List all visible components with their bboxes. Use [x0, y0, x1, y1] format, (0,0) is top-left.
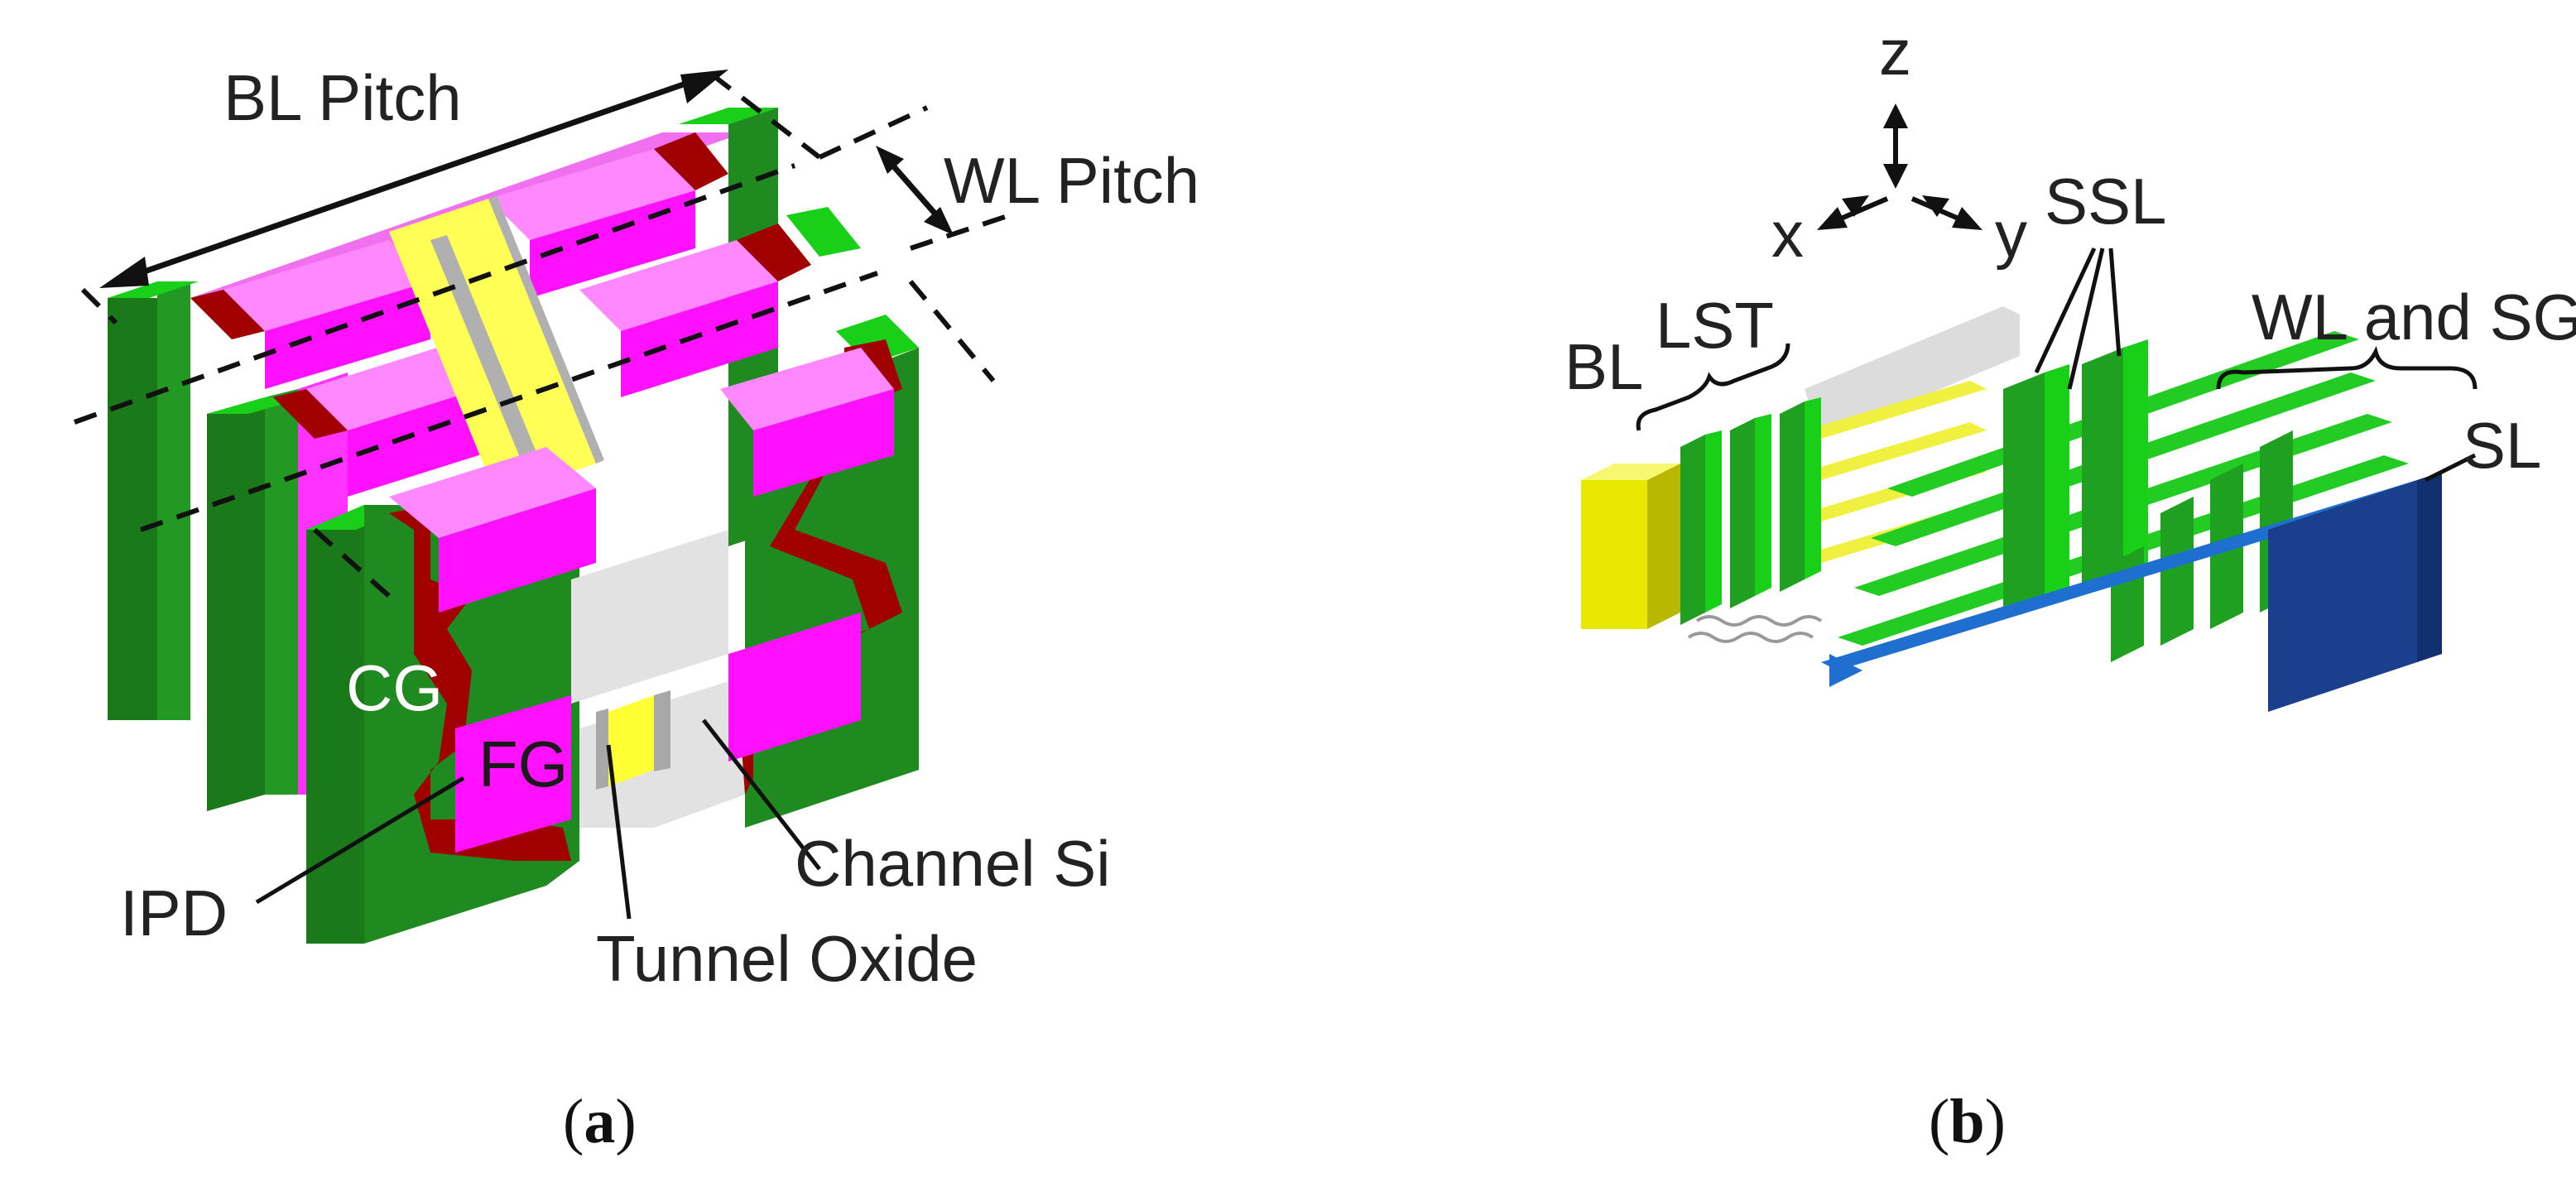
ssl-leaders: [2034, 247, 2122, 390]
dashed-guides-a: [73, 72, 1011, 598]
lst-label: LST: [1656, 289, 1774, 362]
gray-substrate: [1805, 306, 2020, 439]
ssl-fins: [2003, 339, 2148, 613]
axis-y-label: y: [1995, 198, 2027, 271]
leader-lines-a: [255, 718, 821, 920]
lst-fins: [1680, 397, 1821, 625]
cg-label: CG: [346, 651, 443, 724]
wl-sg-fins: [2111, 430, 2293, 662]
bl-block: [1581, 464, 1680, 629]
tunnel-oxide-label: Tunnel Oxide: [596, 922, 978, 995]
sl-leader: [2424, 453, 2477, 483]
fg-label: FG: [478, 728, 568, 800]
ipd-label: IPD: [120, 877, 228, 949]
caption-b: (b): [1929, 1087, 2006, 1156]
wl-sg-brace: [2216, 345, 2477, 390]
channel-si-label: Channel Si: [795, 827, 1111, 900]
ssl-label: SSL: [2045, 165, 2166, 238]
panel-a-diagram: BL Pitch WL Pitch CG FG IPD Tunnel Oxide…: [73, 61, 1199, 1156]
cell-stack-front: [306, 315, 919, 944]
axis-arrowheads: [1817, 103, 1982, 230]
lst-brace: [1636, 343, 1790, 431]
axis-x-label: x: [1771, 198, 1804, 271]
axis-z-label: z: [1879, 16, 1911, 89]
bl-pitch-label: BL Pitch: [223, 61, 462, 134]
break-marks: [1687, 615, 1823, 643]
wl-pitch-arrow: [876, 146, 954, 235]
caption-a: (a): [563, 1087, 637, 1156]
wl-pitch-label: WL Pitch: [944, 144, 1199, 217]
sl-plate: [2268, 472, 2442, 712]
wl-sg-label: WL and SG: [2252, 281, 2576, 353]
panel-b-diagram: z x y: [1564, 16, 2576, 1156]
sl-label: SL: [2463, 409, 2541, 482]
bl-label: BL: [1564, 330, 1643, 403]
